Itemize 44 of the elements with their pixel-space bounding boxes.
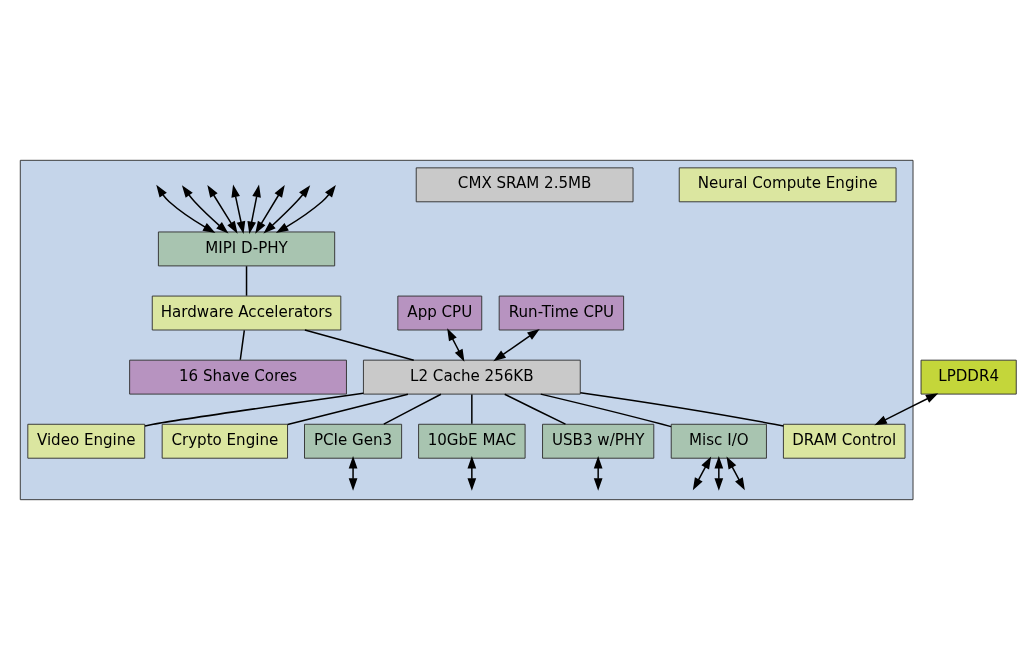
node-box: 16 Shave Cores — [129, 359, 347, 395]
arrow — [467, 455, 477, 491]
arrow — [874, 392, 939, 425]
arrow — [263, 184, 311, 233]
node-box: LPDDR4 — [920, 359, 1017, 395]
node-box: CMX SRAM 2.5MB — [415, 166, 634, 202]
node-box: App CPU — [397, 295, 483, 330]
arrow — [593, 455, 603, 491]
cluster — [19, 159, 914, 500]
node-box: MIPI D-PHY — [157, 231, 336, 266]
node-box: DRAM Control — [782, 423, 906, 459]
connector — [503, 393, 567, 425]
node-box: Neural Compute Engine — [678, 166, 897, 202]
arrow — [692, 455, 712, 490]
connector — [286, 392, 409, 425]
arrow — [447, 327, 465, 362]
connector — [579, 391, 785, 427]
arrow — [247, 184, 261, 234]
connector — [540, 392, 672, 427]
node-box: USB3 w/PHY — [542, 423, 655, 459]
node-box: Misc I/O — [670, 423, 767, 459]
arrow — [493, 328, 540, 361]
node-box: Crypto Engine — [161, 423, 288, 459]
arrow — [207, 184, 238, 234]
arrow — [231, 184, 246, 234]
connector — [144, 392, 365, 427]
connector — [239, 329, 246, 360]
arrow — [714, 455, 724, 491]
arrow — [275, 184, 336, 233]
node-box: L2 Cache 256KB — [362, 359, 581, 395]
node-box: PCIe Gen3 — [304, 423, 403, 459]
arrow — [156, 184, 216, 233]
node-box: 10GbE MAC — [418, 423, 526, 459]
connector — [245, 264, 248, 296]
connector — [471, 393, 473, 425]
arrow — [348, 455, 358, 491]
node-box: Video Engine — [27, 423, 146, 459]
connector — [383, 393, 442, 425]
arrow — [255, 184, 285, 234]
arrow — [181, 184, 229, 233]
node-box: Run-Time CPU — [498, 295, 625, 330]
node-box: Hardware Accelerators — [151, 295, 342, 330]
connector — [304, 328, 415, 361]
arrow — [726, 455, 745, 490]
